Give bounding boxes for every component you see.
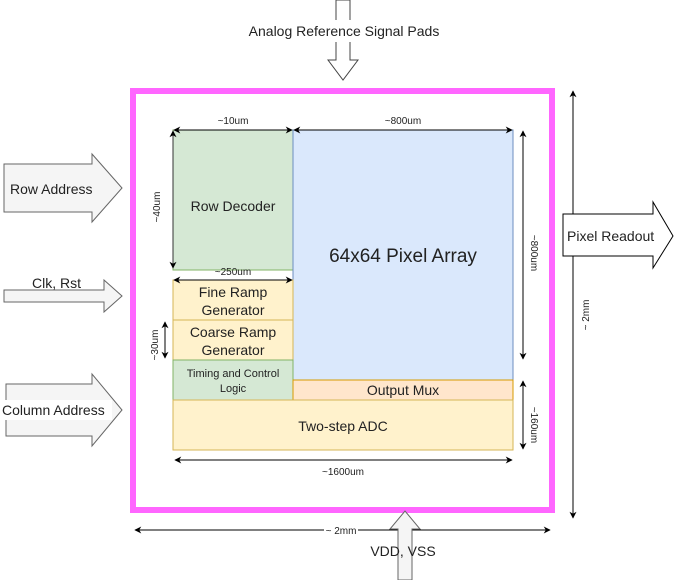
dim-coarse-ramp-height-label: ~30um <box>150 330 161 361</box>
row-decoder-block <box>172 129 294 271</box>
fine-ramp-label-1: Fine Ramp <box>199 284 268 300</box>
adc-label: Two-step ADC <box>298 418 387 434</box>
adc-block <box>172 399 514 451</box>
clk-rst-arrow <box>3 278 123 314</box>
timing-control-block <box>172 359 294 401</box>
pixel-readout-label: Pixel Readout <box>567 228 654 244</box>
row-address-arrow <box>3 152 123 224</box>
timing-control-label-1: Timing and Control <box>187 368 280 380</box>
coarse-ramp-label-1: Coarse Ramp <box>190 324 277 340</box>
output-mux-label: Output Mux <box>367 382 439 398</box>
analog-reference-label: Analog Reference Signal Pads <box>249 23 440 39</box>
dim-ramp-width-label: ~250um <box>215 267 251 278</box>
pixel-array-label: 64x64 Pixel Array <box>329 246 477 267</box>
power-arrow <box>388 510 422 580</box>
dim-row-decoder-width-label: ~10um <box>218 116 249 127</box>
pixel-readout-arrow <box>562 200 674 270</box>
coarse-ramp-label-2: Generator <box>201 342 264 358</box>
clk-rst-label: Clk, Rst <box>32 275 81 291</box>
dim-row-decoder-height-label: ~40um <box>152 192 163 223</box>
dim-pixel-array-width-label: ~800um <box>385 116 421 127</box>
row-decoder-label: Row Decoder <box>191 198 276 214</box>
dim-core-width-label: ~1600um <box>322 467 364 478</box>
dim-adc-height-label: ~160um <box>528 407 539 443</box>
dim-pixel-array-height-label: ~800um <box>528 235 539 271</box>
row-address-label: Row Address <box>10 181 92 197</box>
dim-chip-width-label: ~ 2mm <box>326 526 357 537</box>
power-label: VDD, VSS <box>370 543 435 559</box>
dim-chip-height-label: ~ 2mm <box>581 300 592 331</box>
timing-control-label-2: Logic <box>220 383 247 395</box>
fine-ramp-label-2: Generator <box>201 302 264 318</box>
chip-boundary <box>130 88 555 513</box>
column-address-label: Column Address <box>2 402 105 418</box>
